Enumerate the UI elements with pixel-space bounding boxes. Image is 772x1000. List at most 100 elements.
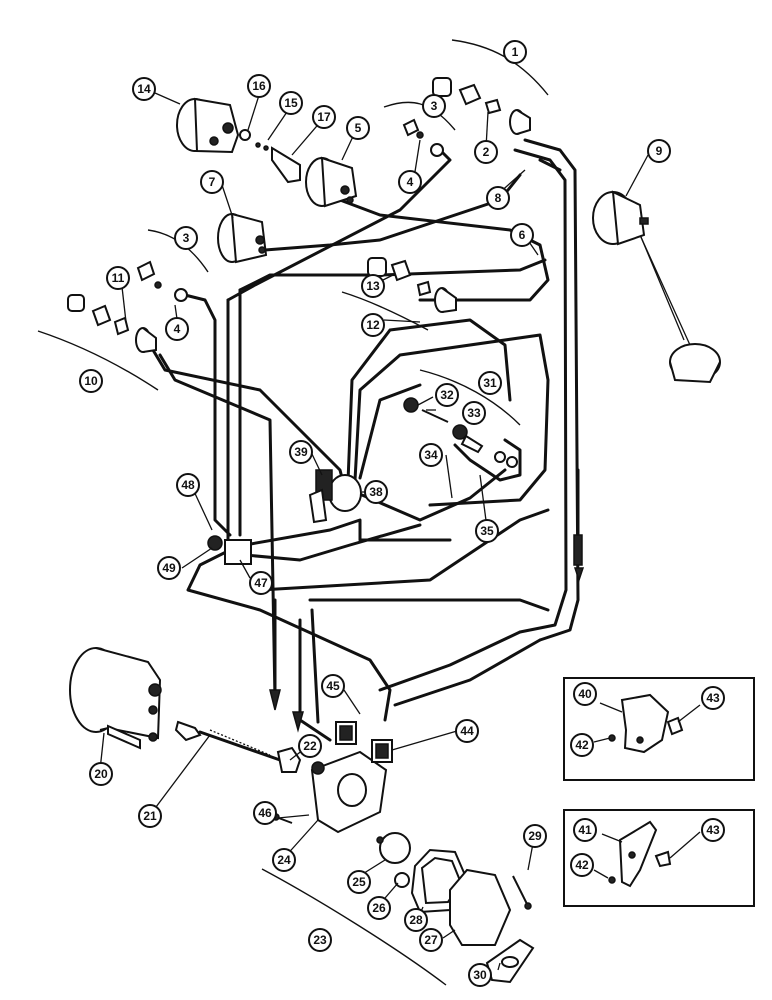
callout-27: 27 bbox=[419, 928, 443, 952]
callout-29: 29 bbox=[523, 824, 547, 848]
svg-text:42: 42 bbox=[575, 858, 589, 872]
lamp-assembly-1 bbox=[432, 77, 531, 135]
gauge-9 bbox=[592, 190, 721, 384]
lamp-assembly-12 bbox=[367, 257, 457, 313]
callout-15: 15 bbox=[279, 91, 303, 115]
svg-text:13: 13 bbox=[366, 279, 380, 293]
svg-text:30: 30 bbox=[473, 968, 487, 982]
callout-3-upper: 3 bbox=[422, 94, 446, 118]
callout-32: 32 bbox=[435, 383, 459, 407]
svg-text:12: 12 bbox=[366, 318, 380, 332]
svg-text:28: 28 bbox=[409, 913, 423, 927]
svg-text:9: 9 bbox=[656, 144, 663, 158]
svg-text:38: 38 bbox=[369, 485, 383, 499]
callout-9: 9 bbox=[647, 139, 671, 163]
svg-text:43: 43 bbox=[706, 691, 720, 705]
callout-40: 40 bbox=[573, 682, 597, 706]
svg-text:15: 15 bbox=[284, 96, 298, 110]
svg-text:47: 47 bbox=[254, 576, 268, 590]
svg-text:10: 10 bbox=[84, 374, 98, 388]
svg-text:48: 48 bbox=[181, 478, 195, 492]
callout-49: 49 bbox=[157, 556, 181, 580]
svg-text:35: 35 bbox=[480, 524, 494, 538]
svg-text:11: 11 bbox=[112, 271, 125, 285]
svg-text:16: 16 bbox=[252, 79, 266, 93]
callout-8: 8 bbox=[486, 186, 510, 210]
svg-text:4: 4 bbox=[407, 175, 414, 189]
svg-text:17: 17 bbox=[317, 110, 331, 124]
callout-47: 47 bbox=[249, 571, 273, 595]
callout-31: 31 bbox=[478, 371, 502, 395]
callout-10: 10 bbox=[79, 369, 103, 393]
svg-text:26: 26 bbox=[372, 901, 386, 915]
callout-25: 25 bbox=[347, 870, 371, 894]
callout-43-b: 43 bbox=[701, 818, 725, 842]
callout-20: 20 bbox=[89, 762, 113, 786]
callout-41: 41 bbox=[573, 818, 597, 842]
svg-text:42: 42 bbox=[575, 738, 589, 752]
callout-34: 34 bbox=[419, 443, 443, 467]
callout-7: 7 bbox=[200, 170, 224, 194]
callout-21: 21 bbox=[138, 804, 162, 828]
ignition-switch bbox=[308, 469, 362, 524]
callout-2: 2 bbox=[474, 140, 498, 164]
callout-4-left: 4 bbox=[165, 317, 189, 341]
svg-text:49: 49 bbox=[162, 561, 176, 575]
svg-text:4: 4 bbox=[174, 322, 181, 336]
wire-harness bbox=[148, 138, 691, 742]
svg-text:46: 46 bbox=[258, 806, 272, 820]
callout-12: 12 bbox=[361, 313, 385, 337]
svg-text:14: 14 bbox=[137, 82, 151, 96]
callout-17: 17 bbox=[312, 105, 336, 129]
svg-text:27: 27 bbox=[424, 933, 438, 947]
gauge-5 bbox=[305, 156, 358, 208]
connectors bbox=[335, 721, 393, 763]
gauge-7 bbox=[217, 212, 268, 264]
callout-42-a: 42 bbox=[570, 733, 594, 757]
callout-39: 39 bbox=[289, 440, 313, 464]
leader-lines bbox=[99, 91, 649, 971]
lamp-assembly-10 bbox=[67, 294, 157, 353]
callout-28: 28 bbox=[404, 908, 428, 932]
callout-33: 33 bbox=[462, 401, 486, 425]
svg-text:25: 25 bbox=[352, 875, 366, 889]
gauge-14 bbox=[176, 97, 240, 154]
svg-text:22: 22 bbox=[303, 739, 317, 753]
svg-text:8: 8 bbox=[495, 191, 502, 205]
callout-30: 30 bbox=[468, 963, 492, 987]
svg-text:2: 2 bbox=[483, 145, 490, 159]
callout-16: 16 bbox=[247, 74, 271, 98]
svg-text:29: 29 bbox=[528, 829, 542, 843]
svg-text:21: 21 bbox=[143, 809, 157, 823]
svg-text:7: 7 bbox=[209, 175, 216, 189]
components bbox=[67, 77, 721, 984]
callout-6: 6 bbox=[510, 223, 534, 247]
svg-text:3: 3 bbox=[431, 99, 438, 113]
callout-48: 48 bbox=[176, 473, 200, 497]
housing-24 bbox=[310, 750, 388, 834]
svg-text:33: 33 bbox=[467, 406, 481, 420]
callouts: 1 2 3 3 4 4 5 6 7 8 9 10 11 12 13 14 15 … bbox=[79, 40, 725, 987]
svg-text:40: 40 bbox=[578, 687, 592, 701]
svg-text:5: 5 bbox=[355, 121, 362, 135]
svg-text:31: 31 bbox=[483, 376, 497, 390]
group-brackets bbox=[37, 39, 549, 986]
callout-11: 11 bbox=[106, 266, 130, 290]
callout-44: 44 bbox=[455, 719, 479, 743]
tachometer-20 bbox=[69, 647, 162, 750]
callout-1: 1 bbox=[503, 40, 527, 64]
callout-5: 5 bbox=[346, 116, 370, 140]
callout-46: 46 bbox=[253, 801, 277, 825]
callout-43-a: 43 bbox=[701, 686, 725, 710]
svg-text:20: 20 bbox=[94, 767, 108, 781]
callout-3-left: 3 bbox=[174, 226, 198, 250]
callout-23: 23 bbox=[308, 928, 332, 952]
callout-13: 13 bbox=[361, 274, 385, 298]
svg-text:41: 41 bbox=[578, 823, 592, 837]
svg-text:43: 43 bbox=[706, 823, 720, 837]
svg-text:24: 24 bbox=[277, 853, 291, 867]
svg-text:34: 34 bbox=[424, 448, 438, 462]
svg-text:45: 45 bbox=[326, 679, 340, 693]
callout-4-upper: 4 bbox=[398, 170, 422, 194]
